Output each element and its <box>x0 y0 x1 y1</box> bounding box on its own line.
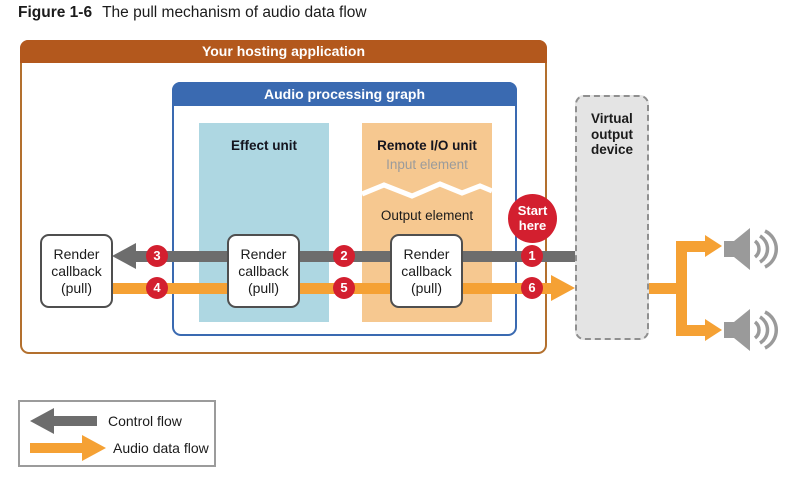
render-callback-box-effect: Render callback (pull) <box>227 234 300 308</box>
hosting-application-header: Your hosting application <box>20 40 547 63</box>
remote-io-unit-label: Remote I/O unit <box>377 138 477 153</box>
step-badge-4: 4 <box>146 277 168 299</box>
audio-branch-vertical-line <box>676 241 687 336</box>
audio-branch-bottom-arrowhead-icon <box>705 319 722 341</box>
figure-number: Figure 1-6 <box>18 4 93 21</box>
virtual-output-device-box: Virtual output device <box>575 95 649 340</box>
step-badge-6: 6 <box>521 277 543 299</box>
figure-caption-text: The pull mechanism of audio data flow <box>102 4 367 21</box>
audio-branch-top-line <box>676 241 706 252</box>
effect-unit-label: Effect unit <box>231 138 297 153</box>
speaker-top-icon <box>724 228 778 270</box>
audio-branch-stub-line <box>649 283 682 294</box>
step-badge-2: 2 <box>333 245 355 267</box>
control-flow-line <box>135 251 575 262</box>
start-here-marker: Start here <box>508 194 557 243</box>
legend-audio-arrow-line <box>30 443 83 453</box>
legend-audio-arrow-icon <box>82 435 106 461</box>
audio-flow-arrowhead-icon <box>551 275 575 301</box>
output-element-label: Output element <box>380 208 474 223</box>
legend-box: Control flow Audio data flow <box>18 400 216 467</box>
virtual-output-device-label: Virtual output device <box>591 111 634 157</box>
legend-audio-label: Audio data flow <box>113 440 209 456</box>
step-badge-1: 1 <box>521 245 543 267</box>
render-callback-box-app: Render callback (pull) <box>40 234 113 308</box>
audio-processing-graph-header: Audio processing graph <box>172 82 517 106</box>
element-divider-zigzag <box>362 181 492 199</box>
audio-branch-top-arrowhead-icon <box>705 235 722 257</box>
legend-control-arrow-line <box>53 416 97 426</box>
figure-caption: Figure 1-6 The pull mechanism of audio da… <box>18 4 367 22</box>
control-flow-arrowhead-icon <box>112 243 136 269</box>
legend-control-label: Control flow <box>108 413 182 429</box>
step-badge-3: 3 <box>146 245 168 267</box>
legend-control-arrow-icon <box>30 408 54 434</box>
input-element-label: Input element <box>386 157 468 172</box>
audio-branch-bottom-line <box>676 325 706 336</box>
step-badge-5: 5 <box>333 277 355 299</box>
render-callback-box-remote-io: Render callback (pull) <box>390 234 463 308</box>
speaker-bottom-icon <box>724 309 778 351</box>
